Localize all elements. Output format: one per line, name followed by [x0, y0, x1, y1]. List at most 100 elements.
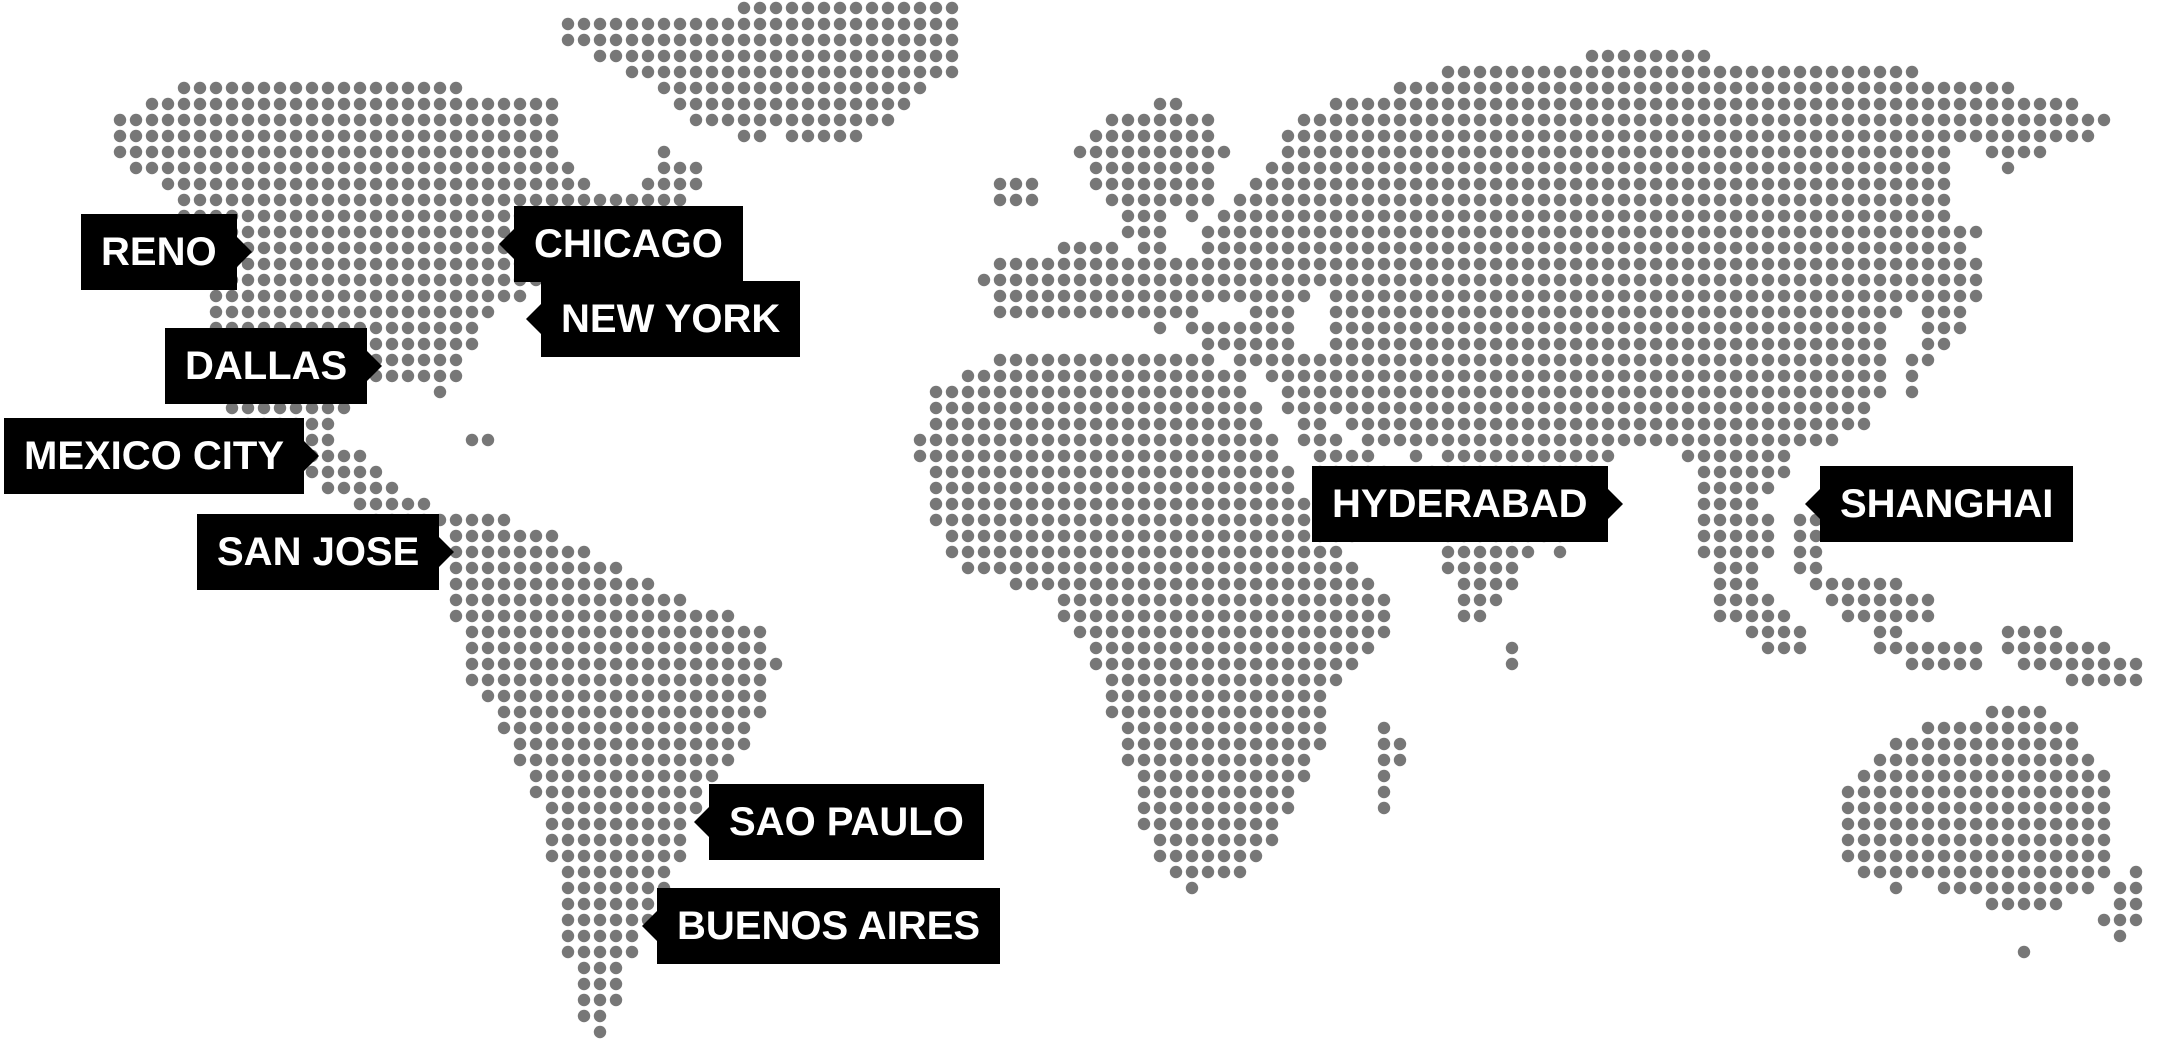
- map-dot: [321, 449, 335, 463]
- map-dot: [1601, 433, 1615, 447]
- map-dot: [1409, 257, 1423, 271]
- map-dot: [1937, 833, 1951, 847]
- map-dot: [1889, 737, 1903, 751]
- map-dot: [641, 721, 655, 735]
- pointer-arrow-icon: [1805, 489, 1820, 519]
- map-dot: [2001, 897, 2015, 911]
- map-dot: [1233, 721, 1247, 735]
- map-dot: [577, 769, 591, 783]
- map-dot: [721, 673, 735, 687]
- map-dot: [593, 593, 607, 607]
- map-dot: [1297, 401, 1311, 415]
- map-dot: [657, 865, 671, 879]
- map-dot: [561, 673, 575, 687]
- map-dot: [577, 177, 591, 191]
- map-dot: [1633, 401, 1647, 415]
- map-dot: [1873, 593, 1887, 607]
- map-dot: [609, 689, 623, 703]
- map-dot: [2017, 769, 2031, 783]
- city-label-buenos-aires[interactable]: BUENOS AIRES: [642, 888, 1001, 964]
- map-dot: [1345, 385, 1359, 399]
- map-dot: [449, 609, 463, 623]
- map-dot: [1649, 433, 1663, 447]
- map-dot: [1361, 353, 1375, 367]
- map-dot: [1841, 369, 1855, 383]
- map-dot: [961, 433, 975, 447]
- map-dot: [1249, 625, 1263, 639]
- map-dot: [1201, 385, 1215, 399]
- map-dot: [1585, 209, 1599, 223]
- map-dot: [1105, 145, 1119, 159]
- map-dot: [1361, 193, 1375, 207]
- map-dot: [737, 65, 751, 79]
- map-dot: [1057, 577, 1071, 591]
- map-dot: [993, 561, 1007, 575]
- map-dot: [1665, 385, 1679, 399]
- map-dot: [993, 417, 1007, 431]
- map-dot: [801, 17, 815, 31]
- map-dot: [1201, 225, 1215, 239]
- map-dot: [1697, 465, 1711, 479]
- map-dot: [1857, 65, 1871, 79]
- map-dot: [273, 289, 287, 303]
- map-dot: [977, 401, 991, 415]
- city-label-dallas[interactable]: DALLAS: [165, 328, 383, 404]
- map-dot: [2097, 833, 2111, 847]
- map-dot: [625, 33, 639, 47]
- map-dot: [465, 161, 479, 175]
- map-dot: [1089, 177, 1103, 191]
- city-label-sao-paulo[interactable]: SAO PAULO: [694, 784, 984, 860]
- map-dot: [1345, 337, 1359, 351]
- map-dot: [1201, 321, 1215, 335]
- map-dot: [1137, 209, 1151, 223]
- map-dot: [1153, 321, 1167, 335]
- map-dot: [625, 801, 639, 815]
- map-dot: [1777, 289, 1791, 303]
- map-dot: [305, 81, 319, 95]
- map-dot: [1905, 833, 1919, 847]
- map-dot: [2097, 801, 2111, 815]
- city-label-shanghai[interactable]: SHANGHAI: [1805, 466, 2074, 542]
- map-dot: [209, 177, 223, 191]
- map-dot: [1713, 465, 1727, 479]
- map-dot: [609, 897, 623, 911]
- map-dot: [1201, 657, 1215, 671]
- map-dot: [1025, 497, 1039, 511]
- map-dot: [993, 273, 1007, 287]
- city-label-chicago[interactable]: CHICAGO: [499, 206, 743, 282]
- map-dot: [2065, 881, 2079, 895]
- map-dot: [625, 673, 639, 687]
- map-dot: [1809, 97, 1823, 111]
- city-label-new-york[interactable]: NEW YORK: [526, 281, 801, 357]
- map-dot: [1873, 353, 1887, 367]
- map-dot: [993, 481, 1007, 495]
- map-dot: [1297, 145, 1311, 159]
- city-label-hyderabad[interactable]: HYDERABAD: [1312, 466, 1623, 542]
- map-dot: [1713, 97, 1727, 111]
- city-label-reno[interactable]: RENO: [81, 214, 252, 290]
- map-dot: [401, 497, 415, 511]
- map-dot: [753, 129, 767, 143]
- map-dot: [641, 689, 655, 703]
- map-dot: [673, 609, 687, 623]
- map-dot: [1889, 129, 1903, 143]
- city-label-san-jose[interactable]: SAN JOSE: [197, 514, 455, 590]
- map-dot: [1553, 385, 1567, 399]
- map-dot: [1441, 289, 1455, 303]
- map-dot: [1969, 129, 1983, 143]
- city-label-mexico-city[interactable]: MEXICO CITY: [4, 418, 320, 494]
- map-dot: [1697, 337, 1711, 351]
- map-dot: [1905, 865, 1919, 879]
- map-dot: [577, 561, 591, 575]
- map-dot: [1761, 401, 1775, 415]
- map-dot: [225, 177, 239, 191]
- map-dot: [1473, 65, 1487, 79]
- map-dot: [1409, 113, 1423, 127]
- map-dot: [241, 97, 255, 111]
- map-dot: [577, 833, 591, 847]
- map-dot: [1233, 353, 1247, 367]
- map-dot: [1265, 513, 1279, 527]
- map-dot: [1633, 209, 1647, 223]
- map-dot: [1313, 689, 1327, 703]
- map-dot: [1169, 577, 1183, 591]
